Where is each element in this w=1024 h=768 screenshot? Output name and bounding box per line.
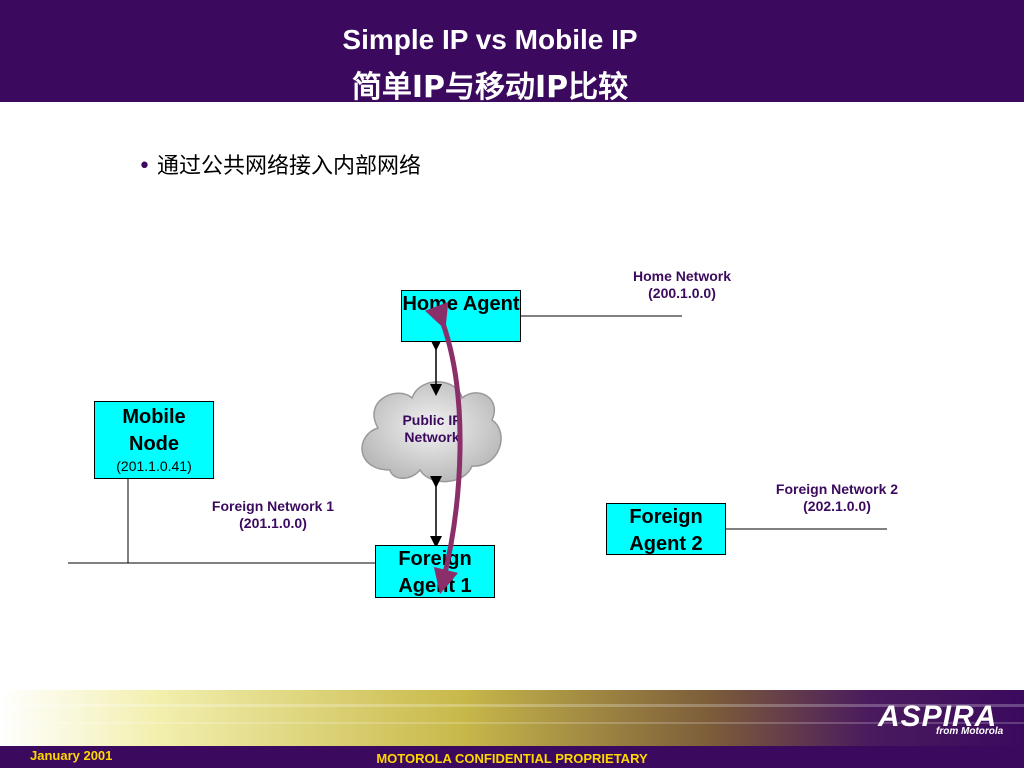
foreign-network-1-name: Foreign Network 1 [211,498,335,514]
handoff-arrow [424,301,463,595]
footer-confidential-notice: MOTOROLA CONFIDENTIAL PROPRIETARY [376,751,648,766]
mobile-node-label: Mobile Node [122,406,186,455]
slide-title-chinese: 简单IP与移动IP比较 [351,70,629,105]
home-network-label: Home Network (200.1.0.0) [612,268,752,302]
bullet-text: 通过公共网络接入内部网络 [156,154,421,179]
foreign-network-1-address: (201.1.0.0) [239,515,307,531]
foreign-network-2-label: Foreign Network 2 (202.1.0.0) [752,481,922,515]
footer-decorative-strip [0,690,1024,746]
bullet-point: •通过公共网络接入内部网络 [138,148,421,180]
aspira-logo: ASPIRA [878,700,998,733]
foreign-network-1-label: Foreign Network 1 (201.1.0.0) [188,498,358,532]
foreign-network-2-name: Foreign Network 2 [775,481,899,497]
footer-date: January 2001 [30,748,113,763]
home-agent-box: Home Agent [401,290,521,342]
home-network-name: Home Network [632,268,732,284]
foreign-network-2-address: (202.1.0.0) [803,498,871,514]
mobile-node-box: Mobile Node (201.1.0.41) [94,401,214,479]
title-bar: Simple IP vs Mobile IP 简单IP与移动IP比较 [0,0,1024,105]
aspira-logo-subtitle: from Motorola [936,726,1004,737]
foreign-agent-2-label: Foreign Agent 2 [629,506,703,555]
slide-title-english: Simple IP vs Mobile IP [342,24,638,55]
mobile-node-address: (201.1.0.41) [116,458,192,474]
home-network-address: (200.1.0.0) [648,285,716,301]
footer-bar [0,746,1024,768]
bullet-dot-icon: • [138,154,151,179]
foreign-agent-2-box: Foreign Agent 2 [606,503,726,555]
